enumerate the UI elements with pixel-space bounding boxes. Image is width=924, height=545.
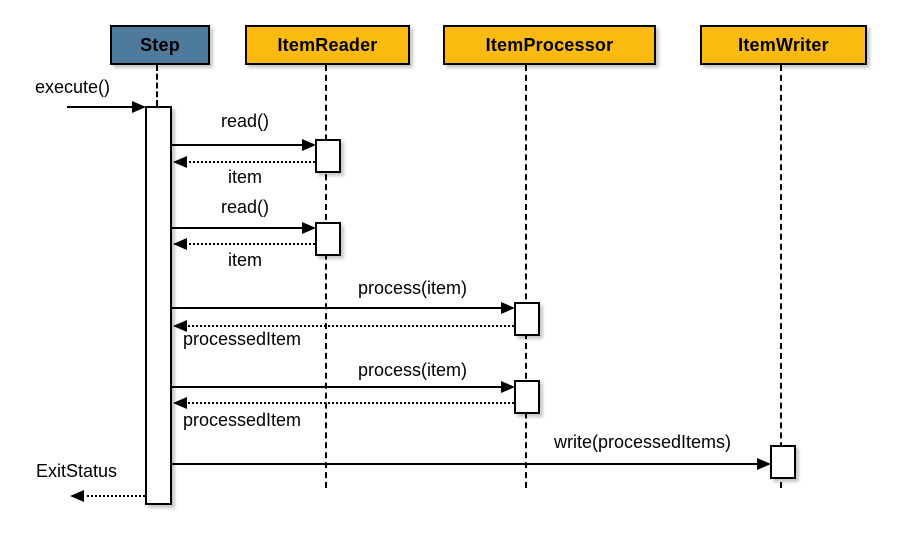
- arrowhead-left-icon: [173, 320, 187, 332]
- message-line: [185, 243, 315, 245]
- message-line: [82, 495, 145, 497]
- message-line: [172, 386, 503, 388]
- itemwriter-lifeline: [780, 65, 782, 488]
- arrowhead-right-icon: [132, 101, 146, 113]
- itemreader-lifeline: [325, 65, 327, 488]
- message-line: [185, 325, 514, 327]
- arrowhead-right-icon: [501, 302, 515, 314]
- message-line: [67, 106, 134, 108]
- message-label-exitstatus: ExitStatus: [36, 461, 118, 481]
- itemwriter-activation: [770, 445, 796, 479]
- message-line: [185, 161, 315, 163]
- arrowhead-left-icon: [173, 397, 187, 409]
- step-activation-bar: [145, 106, 172, 505]
- message-line: [172, 307, 503, 309]
- message-label-read-1: read(): [220, 111, 269, 131]
- message-line: [172, 227, 304, 229]
- arrowhead-left-icon: [173, 156, 187, 168]
- message-label-read-2: read(): [220, 197, 269, 217]
- participant-itemwriter-header: ItemWriter: [700, 25, 867, 65]
- arrowhead-right-icon: [302, 222, 316, 234]
- arrowhead-left-icon: [173, 238, 187, 250]
- arrowhead-right-icon: [757, 458, 771, 470]
- message-label-process-1: process(item): [357, 278, 468, 298]
- arrowhead-left-icon: [70, 490, 84, 502]
- message-label-execute: execute(): [35, 77, 111, 97]
- message-label-processeditem-2: processedItem: [183, 410, 302, 430]
- message-label-processeditem-1: processedItem: [183, 329, 302, 349]
- message-label-write: write(processedItems): [553, 432, 732, 452]
- itemprocessor-activation-1: [514, 302, 540, 336]
- message-line: [185, 402, 514, 404]
- participant-step-header: Step: [110, 25, 210, 65]
- message-label-item-2: item: [227, 250, 262, 270]
- message-line: [172, 144, 304, 146]
- arrowhead-right-icon: [501, 381, 515, 393]
- message-label-item-1: item: [227, 167, 262, 187]
- message-line: [172, 463, 759, 465]
- itemreader-activation-2: [315, 222, 341, 256]
- itemprocessor-lifeline: [525, 65, 527, 488]
- participant-itemprocessor-header: ItemProcessor: [443, 25, 656, 65]
- itemprocessor-activation-2: [514, 380, 540, 414]
- itemreader-activation-1: [315, 139, 341, 173]
- step-lifeline: [156, 65, 158, 106]
- message-label-process-2: process(item): [357, 360, 468, 380]
- participant-itemreader-header: ItemReader: [245, 25, 410, 65]
- arrowhead-right-icon: [302, 139, 316, 151]
